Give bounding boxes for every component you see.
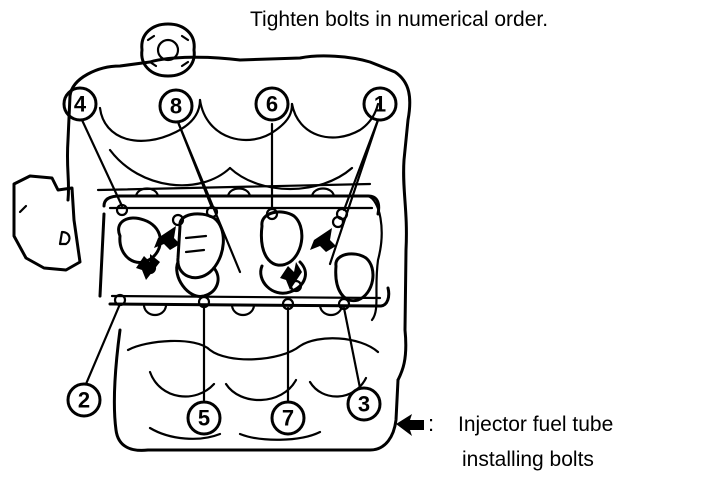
callout-8-label: 8 [170, 94, 182, 119]
callout-5: 5 [186, 400, 222, 436]
callout-1: 1 [362, 86, 398, 122]
lower-engine-outline [112, 328, 400, 452]
callout-6-label: 6 [266, 92, 278, 117]
diagram-title: Tighten bolts in numerical order. [250, 8, 548, 31]
legend-arrow-icon [396, 414, 424, 436]
callout-7-label: 7 [282, 406, 294, 431]
injector-arrow-icon [280, 262, 302, 290]
injector-arrows [136, 226, 336, 290]
callout-8: 8 [158, 88, 194, 124]
injector-arrow-icon [154, 226, 180, 250]
injector-arrow-icon [310, 228, 336, 252]
legend-line1: Injector fuel tube [458, 413, 613, 436]
callout-4: 4 [62, 86, 98, 122]
callout-4-label: 4 [74, 92, 87, 117]
oil-filler-cap [140, 22, 196, 78]
legend-colon: : [428, 411, 434, 436]
callout-5-label: 5 [198, 406, 210, 431]
callout-2: 2 [66, 382, 102, 418]
legend: : Injector fuel tube installing bolts [396, 411, 613, 471]
callout-6: 6 [254, 86, 290, 122]
callout-3-label: 3 [358, 392, 370, 417]
callout-7: 7 [270, 400, 306, 436]
injector-arrow-icon [136, 254, 160, 280]
injector-bolt [171, 213, 185, 227]
callout-1-label: 1 [374, 92, 386, 117]
legend-line2: installing bolts [462, 448, 594, 471]
leader-lines [80, 118, 380, 404]
callout-3: 3 [346, 386, 382, 422]
callout-2-label: 2 [78, 388, 90, 413]
